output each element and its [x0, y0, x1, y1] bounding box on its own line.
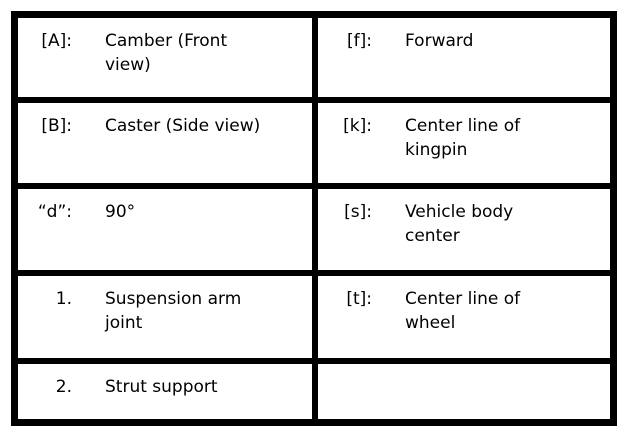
legend-description: Caster (Side view) [105, 116, 261, 136]
legend-cell-angle-d: “d”: 90° [18, 189, 318, 276]
legend-cell-suspension-arm-joint: 1. Suspension arm joint [18, 276, 318, 364]
legend-description: Forward [405, 31, 474, 51]
legend-description: Camber (Front view) [105, 31, 228, 75]
legend-description: Strut support [105, 377, 218, 397]
legend-key: [A]: [41, 31, 72, 51]
legend-description: Center line of kingpin [405, 116, 521, 160]
legend-cell-caster: [B]: Caster (Side view) [18, 103, 318, 189]
legend-cell-empty [318, 364, 610, 419]
legend-table: [A]: Camber (Front view) [f]: Forward [B… [11, 11, 617, 426]
legend-key: [t]: [346, 289, 372, 309]
legend-key: 1. [55, 289, 72, 309]
legend-key: 2. [55, 377, 72, 397]
legend-cell-forward: [f]: Forward [318, 18, 610, 103]
legend-description: Vehicle body center [405, 202, 514, 246]
legend-key: [f]: [347, 31, 372, 51]
legend-cell-body-center: [s]: Vehicle body center [318, 189, 610, 276]
legend-key: [B]: [41, 116, 72, 136]
legend-description: 90° [105, 202, 136, 222]
legend-description: Suspension arm joint [105, 289, 242, 333]
legend-key: [s]: [344, 202, 372, 222]
legend-cell-wheel-centerline: [t]: Center line of wheel [318, 276, 610, 364]
legend-key: “d”: [37, 202, 72, 222]
legend-cell-camber: [A]: Camber (Front view) [18, 18, 318, 103]
legend-description: Center line of wheel [405, 289, 521, 333]
legend-cell-strut-support: 2. Strut support [18, 364, 318, 419]
legend-key: [k]: [343, 116, 372, 136]
legend-cell-kingpin-centerline: [k]: Center line of kingpin [318, 103, 610, 189]
